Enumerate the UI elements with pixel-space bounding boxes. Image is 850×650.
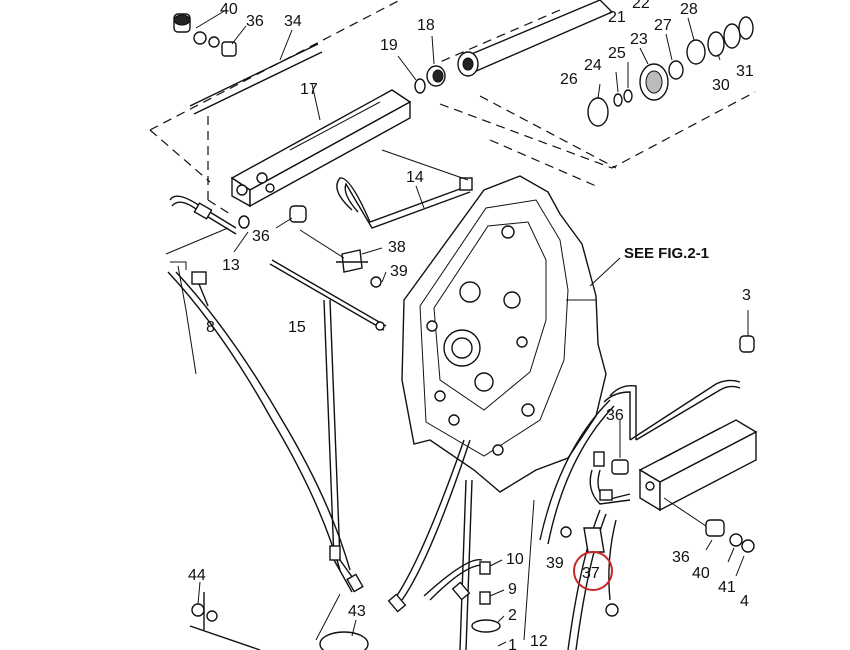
callout-30: 30 xyxy=(712,77,730,94)
callout-36: 36 xyxy=(246,13,264,30)
callout-3: 3 xyxy=(742,287,751,304)
part-15-rod xyxy=(269,259,387,331)
part-38-39-bracket xyxy=(299,229,387,288)
callout-39: 39 xyxy=(390,263,408,280)
callout-40: 40 xyxy=(692,565,710,582)
part-14-pipe xyxy=(336,149,473,229)
right-side-parts xyxy=(603,310,758,577)
callout-21: 21 xyxy=(608,9,626,26)
assembly-group-outline xyxy=(149,0,756,215)
callout-37-highlighted: 37 xyxy=(582,565,600,582)
callout-44: 44 xyxy=(188,567,206,584)
bottom-left-parts xyxy=(189,581,369,650)
part-37-highlight-ring xyxy=(573,551,613,591)
see-fig-note: SEE FIG.2-1 xyxy=(624,245,709,262)
callout-26: 26 xyxy=(560,71,578,88)
callout-2: 2 xyxy=(508,607,517,624)
callout-31: 31 xyxy=(736,63,754,80)
callout-22: 22 xyxy=(632,0,650,12)
callout-labels: 40 36 34 18 19 21 22 28 27 23 25 24 26 3… xyxy=(188,0,754,650)
callout-24: 24 xyxy=(584,57,602,74)
callout-38: 38 xyxy=(388,239,406,256)
top-left-fittings xyxy=(173,9,247,57)
part-17-block xyxy=(230,83,412,208)
callout-23: 23 xyxy=(630,31,648,48)
callout-17: 17 xyxy=(300,81,318,98)
callout-8: 8 xyxy=(206,319,215,336)
part-21-22-shaft xyxy=(457,0,614,77)
part-36-13-fittings xyxy=(165,195,307,255)
callout-28: 28 xyxy=(680,1,698,18)
part-18-19-seals xyxy=(397,35,446,94)
callout-36: 36 xyxy=(606,407,624,424)
callout-4: 4 xyxy=(740,593,749,610)
callout-14: 14 xyxy=(406,169,424,186)
main-housing xyxy=(401,175,621,493)
callout-40: 40 xyxy=(220,1,238,18)
callout-13: 13 xyxy=(222,257,240,274)
callout-15: 15 xyxy=(288,319,306,336)
callout-27: 27 xyxy=(654,17,672,34)
callout-1: 1 xyxy=(508,637,517,650)
callout-39: 39 xyxy=(546,555,564,572)
callout-12: 12 xyxy=(530,633,548,650)
part-8-bolt xyxy=(170,261,209,375)
callout-34: 34 xyxy=(284,13,302,30)
callout-10: 10 xyxy=(506,551,524,568)
callout-41: 41 xyxy=(718,579,736,596)
callout-36: 36 xyxy=(672,549,690,566)
callout-19: 19 xyxy=(380,37,398,54)
callout-25: 25 xyxy=(608,45,626,62)
callout-18: 18 xyxy=(417,17,435,34)
part-23-28-seal-rings xyxy=(587,16,754,127)
callout-9: 9 xyxy=(508,581,517,598)
callout-43: 43 xyxy=(348,603,366,620)
callout-36: 36 xyxy=(252,228,270,245)
